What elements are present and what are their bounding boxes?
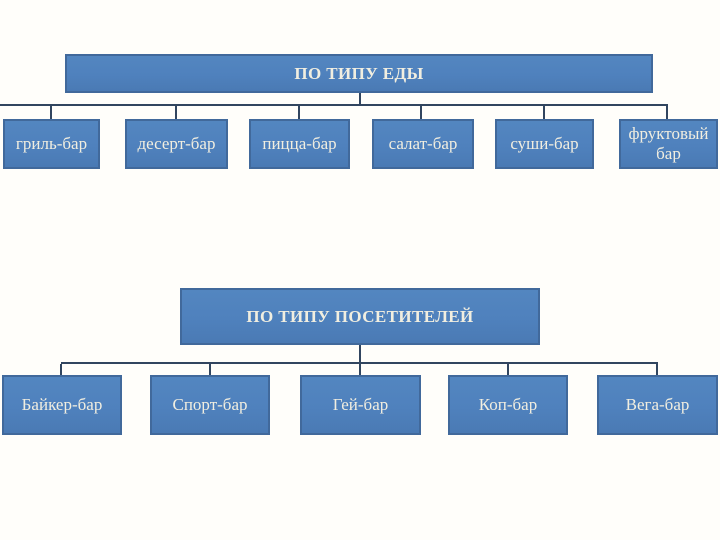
connector-line: [359, 93, 361, 105]
node-grill-bar: гриль-бар: [3, 119, 100, 169]
node-dessert-bar: десерт-бар: [125, 119, 228, 169]
connector-line: [543, 106, 545, 120]
node-gay-bar: Гей-бар: [300, 375, 421, 435]
node-label: гриль-бар: [15, 134, 88, 154]
food-type-title: ПО ТИПУ ЕДЫ: [294, 63, 424, 83]
connector-line: [61, 362, 658, 364]
connector-line: [359, 364, 361, 376]
node-fruit-bar: фруктовый бар: [619, 119, 718, 169]
connector-line: [420, 106, 422, 120]
node-label: суши-бар: [510, 134, 579, 154]
connector-line: [50, 106, 52, 120]
node-label: Байкер-бар: [21, 395, 103, 415]
connector-line: [656, 364, 658, 376]
node-label: Гей-бар: [332, 395, 389, 415]
connector-line: [666, 106, 668, 120]
node-label: Вега-бар: [625, 395, 690, 415]
connector-line: [60, 364, 62, 376]
node-cop-bar: Коп-бар: [448, 375, 568, 435]
connector-line: [175, 106, 177, 120]
visitor-type-root-box: ПО ТИПУ ПОСЕТИТЕЛЕЙ: [180, 288, 540, 345]
node-label: десерт-бар: [137, 134, 216, 154]
node-sushi-bar: суши-бар: [495, 119, 594, 169]
node-salad-bar: салат-бар: [372, 119, 474, 169]
node-label: Спорт-бар: [172, 395, 248, 415]
connector-line: [507, 364, 509, 376]
node-pizza-bar: пицца-бар: [249, 119, 350, 169]
connector-line: [298, 106, 300, 120]
node-label: пицца-бар: [262, 134, 337, 154]
node-label: Коп-бар: [478, 395, 538, 415]
visitor-type-title: ПО ТИПУ ПОСЕТИТЕЛЕЙ: [246, 306, 474, 326]
connector-line: [359, 345, 361, 363]
food-type-root-box: ПО ТИПУ ЕДЫ: [65, 54, 653, 93]
node-label: салат-бар: [388, 134, 458, 154]
node-biker-bar: Байкер-бар: [2, 375, 122, 435]
connector-line: [0, 104, 668, 106]
node-vega-bar: Вега-бар: [597, 375, 718, 435]
node-label: фруктовый бар: [628, 124, 709, 163]
connector-line: [209, 364, 211, 376]
node-sport-bar: Спорт-бар: [150, 375, 270, 435]
